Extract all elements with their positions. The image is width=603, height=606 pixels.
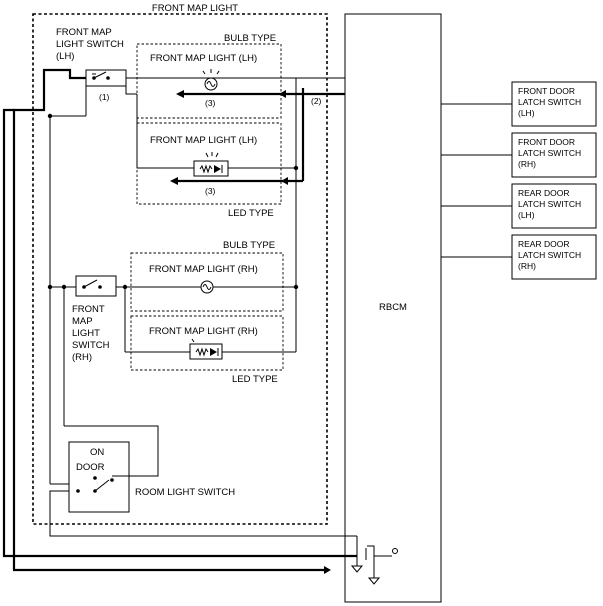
rear-door-latch-switch-lh: REAR DOOR LATCH SWITCH (LH): [441, 183, 597, 229]
latch-rh-front-line1: FRONT DOOR: [518, 137, 575, 147]
lh-arrow-callout-top: (3): [205, 98, 216, 108]
rh-bulb-type-label: BULB TYPE: [223, 240, 275, 251]
lh-led-icon: [193, 152, 229, 177]
latch-rh-rear-line1: REAR DOOR: [518, 239, 569, 249]
lh-bulb-light-label: FRONT MAP LIGHT (LH): [150, 53, 257, 64]
front-door-latch-switch-rh: FRONT DOOR LATCH SWITCH (RH): [441, 132, 597, 178]
lh-bulb-lamp-icon: [202, 69, 220, 91]
rbcm-module: [344, 13, 442, 603]
latch-rh-rear-line2: LATCH SWITCH: [518, 250, 581, 260]
front-map-light-boundary: [32, 13, 328, 525]
room-light-switch: ON DOOR ROOM LIGHT SWITCH: [68, 441, 235, 513]
lh-led-type-label: LED TYPE: [228, 208, 274, 219]
lh-bulb-type-label: BULB TYPE: [224, 33, 276, 44]
room-switch-door-label: DOOR: [76, 462, 105, 473]
latch-rh-rear-line3: (RH): [518, 261, 536, 271]
rh-led-type-box: [130, 315, 284, 371]
rh-led-type-label: LED TYPE: [232, 374, 278, 385]
rbcm-label: RBCM: [379, 302, 407, 313]
rbcm-callout: (2): [311, 96, 322, 106]
room-switch-on-label: ON: [90, 447, 104, 458]
rh-switch-label-line2: MAP: [72, 316, 93, 327]
latch-lh-front-line2: LATCH SWITCH: [518, 97, 581, 107]
room-light-switch-label: ROOM LIGHT SWITCH: [135, 487, 235, 498]
rh-led-icon: [189, 338, 223, 360]
rh-bulb-type-box: [130, 252, 284, 312]
rh-switch-label-line5: (RH): [72, 352, 92, 363]
latch-lh-front-line3: (LH): [518, 108, 535, 118]
lh-switch-label-line3: (LH): [56, 51, 74, 62]
front-door-latch-switch-lh: FRONT DOOR LATCH SWITCH (LH): [441, 81, 597, 127]
latch-lh-rear-line1: REAR DOOR: [518, 188, 569, 198]
lh-led-light-label: FRONT MAP LIGHT (LH): [150, 135, 257, 146]
lh-switch-label-line2: LIGHT SWITCH: [56, 39, 124, 50]
rh-bulb-light-label: FRONT MAP LIGHT (RH): [149, 264, 258, 275]
latch-lh-rear-line2: LATCH SWITCH: [518, 199, 581, 209]
lh-switch-label-line1: FRONT MAP: [56, 27, 112, 38]
wiring-lines: (2): [2, 68, 398, 585]
rear-door-latch-switch-rh: REAR DOOR LATCH SWITCH (RH): [441, 234, 597, 280]
front-map-light-title: FRONT MAP LIGHT: [152, 3, 238, 14]
front-map-light-switch-rh: FRONT MAP LIGHT SWITCH (RH): [72, 275, 117, 363]
rh-bulb-lamp-icon: [200, 280, 214, 294]
rh-switch-label-line3: LIGHT: [72, 328, 100, 339]
latch-lh-front-line1: FRONT DOOR: [518, 86, 575, 96]
front-map-light-switch-lh: FRONT MAP LIGHT SWITCH (LH) (1): [56, 27, 127, 102]
rh-switch-label-line1: FRONT: [72, 304, 105, 315]
lh-switch-callout: (1): [99, 92, 110, 102]
rh-switch-label-line4: SWITCH: [72, 340, 110, 351]
latch-lh-rear-line3: (LH): [518, 210, 535, 220]
rh-led-light-label: FRONT MAP LIGHT (RH): [149, 326, 258, 337]
lh-arrow-callout-bottom: (3): [205, 186, 216, 196]
latch-rh-front-line2: LATCH SWITCH: [518, 148, 581, 158]
latch-rh-front-line3: (RH): [518, 159, 536, 169]
lh-bulb-type-box: [136, 43, 282, 119]
